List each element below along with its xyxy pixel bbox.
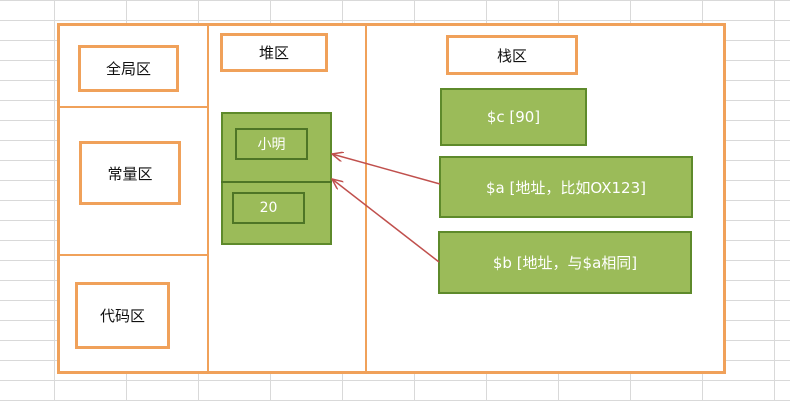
divider-left-column <box>207 24 209 372</box>
arrow-a-to-heap <box>332 154 441 185</box>
heap-cell-name: 小明 <box>235 128 308 160</box>
stack-var-c: $c [90] <box>440 88 587 146</box>
code-area-label: 代码区 <box>75 282 170 349</box>
divider-constant-code <box>59 254 208 256</box>
stack-area-label: 栈区 <box>446 35 578 75</box>
divider-global-constant <box>59 106 208 108</box>
divider-heap-stack <box>365 24 367 372</box>
stack-var-b: $b [地址，与$a相同] <box>438 231 692 294</box>
stack-var-a: $a [地址，比如OX123] <box>439 156 693 218</box>
heap-cell-age: 20 <box>232 192 305 224</box>
constant-area-label: 常量区 <box>79 141 181 205</box>
heap-area-label: 堆区 <box>220 33 328 72</box>
arrow-b-to-heap <box>332 179 440 263</box>
global-area-label: 全局区 <box>78 45 179 92</box>
heap-object-divider <box>221 181 332 183</box>
